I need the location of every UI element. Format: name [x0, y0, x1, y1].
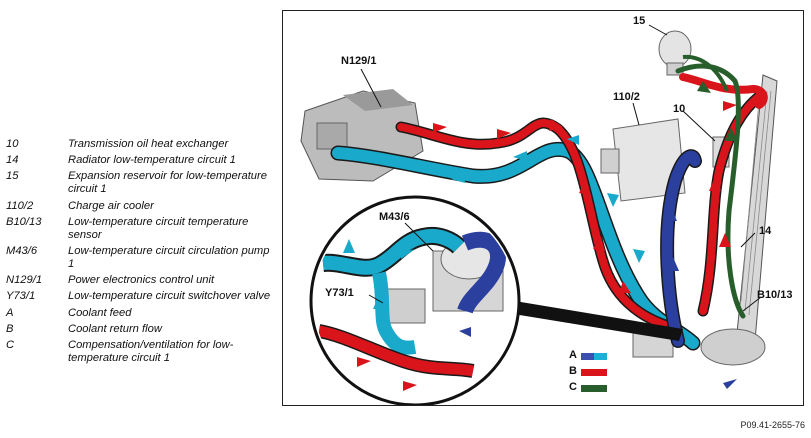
return-hose-radiator [699, 91, 765, 315]
vent-line-top [682, 54, 729, 92]
legend-code: N129/1 [6, 274, 43, 287]
legend-code: C [6, 338, 15, 351]
flow-key-a-label: A [569, 349, 577, 361]
legend-item: 14 Radiator low-temperature circuit 1 [6, 154, 276, 167]
return-hose-top [679, 73, 768, 109]
legend-item: B10/13 Low-temperature circuit temperatu… [6, 216, 276, 242]
legend-item: C Compensation/ventilation for low-tempe… [6, 339, 276, 365]
legend-description: Expansion reservoir for low-temperature … [68, 170, 267, 196]
return-hose [397, 119, 672, 330]
legend-description: Coolant return flow [68, 322, 162, 335]
legend-item: A Coolant feed [6, 307, 276, 320]
flow-key-c-swatch [581, 385, 607, 392]
flow-key-b-label: B [569, 365, 577, 377]
callout-110-2: 110/2 [613, 91, 640, 103]
legend-code: M43/6 [6, 244, 38, 257]
legend-description: Compensation/ventilation for low-tempera… [68, 338, 234, 364]
callout-10: 10 [673, 103, 686, 115]
flow-key-b-swatch [581, 369, 607, 376]
legend-code: 15 [6, 170, 19, 183]
legend-list: 10 Transmission oil heat exchanger 14 Ra… [6, 138, 276, 368]
legend-description: Low-temperature circuit circulation pump… [68, 244, 270, 270]
legend-item: 15 Expansion reservoir for low-temperatu… [6, 170, 276, 196]
flow-key-a-dark-swatch [581, 353, 594, 360]
flow-key [581, 353, 607, 392]
callout-n129-1: N129/1 [341, 55, 377, 67]
radiator-component [736, 74, 778, 342]
legend-item: M43/6 Low-temperature circuit circulatio… [6, 245, 276, 271]
return-flow-arrows [433, 101, 737, 293]
callout-14: 14 [759, 225, 772, 237]
legend-description: Low-temperature circuit switchover valve [68, 290, 271, 303]
legend-code: B10/13 [6, 215, 42, 228]
legend-description: Power electronics control unit [68, 274, 215, 287]
callout-leaders [360, 24, 762, 312]
legend-description: Radiator low-temperature circuit 1 [68, 154, 236, 167]
feed-flow-arrows [451, 135, 645, 263]
legend-description: Charge air cooler [68, 199, 154, 212]
flow-key-a-light-swatch [594, 353, 607, 360]
legend-code: Y73/1 [6, 290, 36, 303]
legend-code: A [6, 306, 14, 319]
vent-flow-arrows [697, 81, 737, 141]
detail-zoom-circle [309, 195, 521, 405]
flow-key-c-label: C [569, 381, 577, 393]
callout-b10-13: B10/13 [757, 289, 793, 301]
charge-air-cooler [600, 118, 686, 202]
legend-code: 10 [6, 138, 19, 150]
figure-reference: P09.41-2655-76 [740, 420, 805, 430]
callout-15: 15 [633, 15, 646, 27]
legend-item: 110/2 Charge air cooler [6, 200, 276, 213]
feed-dark-flow-arrows [665, 207, 737, 389]
diagram-drawing [300, 24, 778, 405]
legend-item: B Coolant return flow [6, 323, 276, 336]
legend-code: 110/2 [6, 199, 34, 212]
callout-m43-6: M43/6 [379, 211, 410, 223]
legend-description: Low-temperature circuit temperature sens… [68, 215, 249, 241]
legend-code: B [6, 322, 14, 335]
zoom-leader [503, 299, 683, 341]
legend-item: Y73/1 Low-temperature circuit switchover… [6, 290, 276, 303]
vent-line [675, 63, 746, 319]
legend-description: Transmission oil heat exchanger [68, 138, 229, 150]
legend-description: Coolant feed [68, 306, 132, 319]
legend-item: 10 Transmission oil heat exchanger [6, 138, 276, 151]
feed-hose-dark [661, 150, 701, 347]
coolant-circuit-diagram: N129/1 15 110/2 10 14 B10/13 M43/6 Y73/1… [282, 10, 804, 406]
legend-code: 14 [6, 154, 19, 167]
callout-y73-1: Y73/1 [325, 287, 354, 299]
legend-item: N129/1 Power electronics control unit [6, 274, 276, 287]
